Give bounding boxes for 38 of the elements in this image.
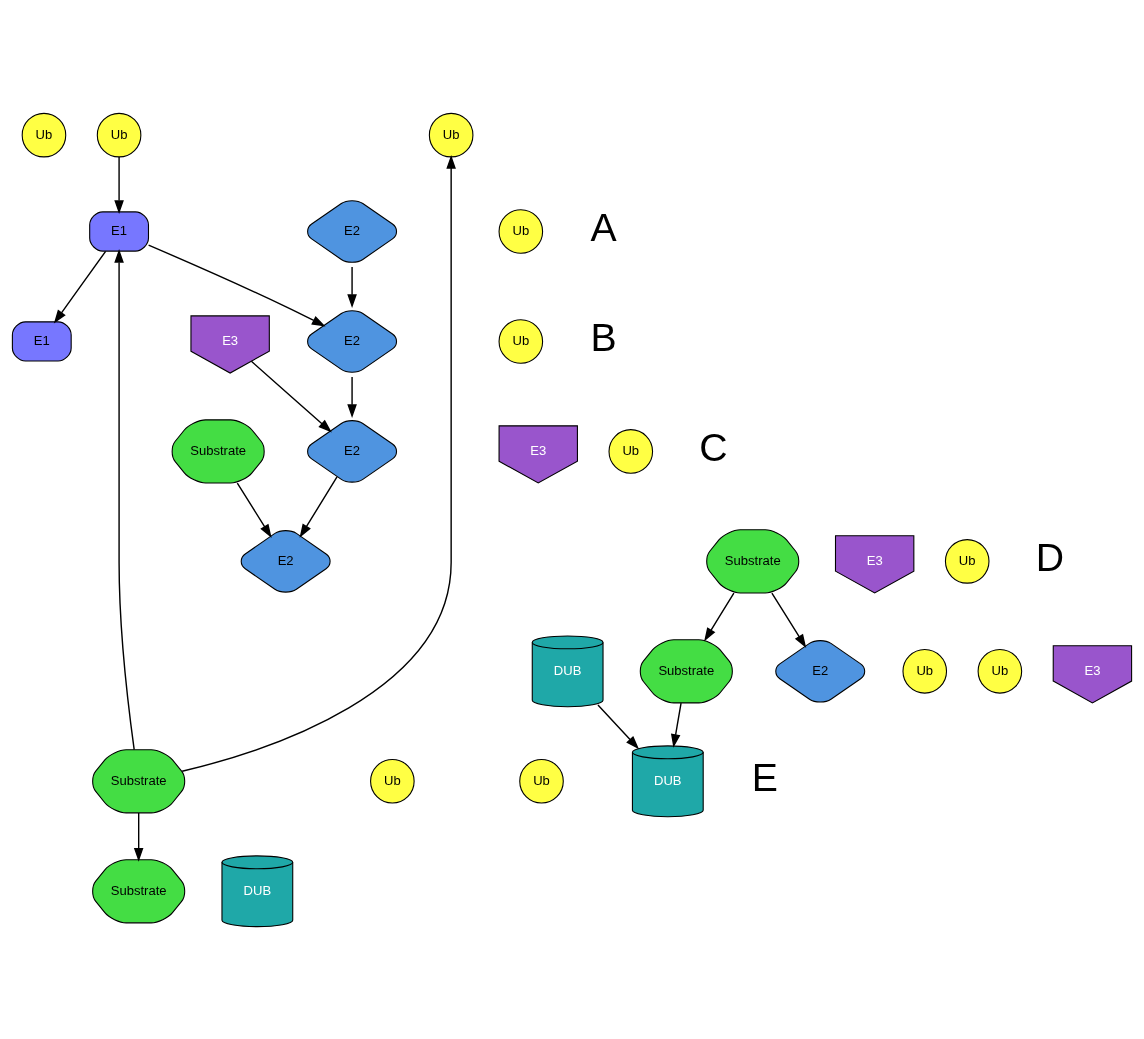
arrow — [704, 591, 735, 641]
node-box: E1 — [11, 320, 72, 362]
arrow — [299, 475, 338, 538]
node-circle: Ub — [370, 758, 415, 804]
node-box: E1 — [89, 210, 150, 252]
node-ellipse: Substrate — [171, 418, 265, 484]
label: C — [699, 425, 728, 469]
arrow — [147, 243, 326, 326]
label: D — [1035, 535, 1065, 579]
node-circle: Ub — [977, 648, 1023, 694]
node-ellipse: Substrate — [92, 858, 186, 923]
arrow — [347, 375, 357, 418]
arrow — [250, 360, 332, 432]
arrow — [347, 265, 357, 308]
node-circle: Ub — [498, 208, 544, 254]
arrow — [53, 250, 107, 324]
arrow — [771, 591, 807, 648]
node-circle: Ub — [902, 648, 948, 694]
label: A — [590, 205, 617, 249]
node-ellipse: Substrate — [706, 528, 800, 593]
arrow — [114, 248, 135, 750]
arrow — [597, 703, 640, 749]
node-ellipse: Substrate — [639, 638, 733, 703]
label: B — [590, 315, 617, 359]
node-circle: Ub — [96, 112, 142, 157]
label: E — [751, 755, 778, 799]
arrow — [114, 155, 124, 214]
node-circle: Ub — [519, 758, 564, 804]
node-circle: Ub — [608, 428, 654, 474]
node-circle: Ub — [21, 112, 67, 157]
arrow — [181, 154, 456, 772]
node-ellipse: Substrate — [92, 748, 186, 813]
node-circle: Ub — [428, 112, 474, 157]
node-circle: Ub — [498, 318, 544, 364]
arrow — [236, 481, 272, 538]
arrow — [670, 701, 682, 748]
node-circle: Ub — [944, 538, 990, 584]
arrow — [133, 811, 144, 862]
